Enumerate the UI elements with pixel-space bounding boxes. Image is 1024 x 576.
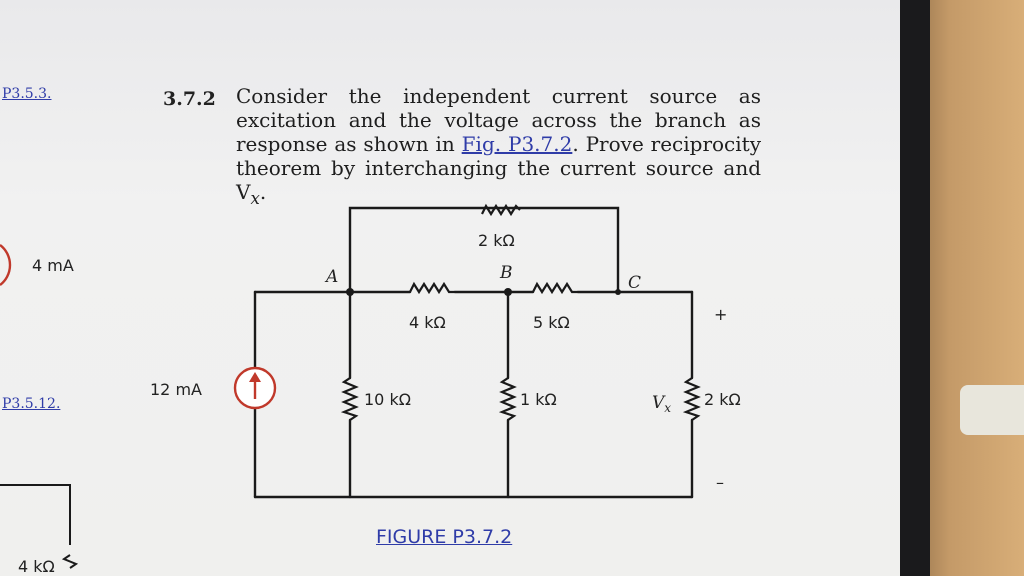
problem-number: 3.7.2 bbox=[163, 88, 216, 110]
resistor-ab-label: 4 kΩ bbox=[409, 313, 446, 332]
node-a-dot bbox=[346, 288, 354, 296]
textbook-page: P3.5.3. P3.5.12. 3.7.2 Consider the inde… bbox=[0, 0, 900, 576]
polarity-plus: + bbox=[714, 305, 727, 324]
node-b-label: B bbox=[499, 263, 513, 283]
resistor-top-zigzag bbox=[481, 203, 521, 217]
tablet-frame: P3.5.3. P3.5.12. 3.7.2 Consider the inde… bbox=[0, 0, 930, 576]
margin-source-label: 4 mA bbox=[32, 256, 74, 275]
margin-resistor-label: 4 kΩ bbox=[18, 557, 55, 576]
margin-circuit-wire bbox=[0, 484, 71, 545]
node-c-label: C bbox=[628, 273, 641, 293]
polarity-minus: – bbox=[716, 473, 724, 492]
resistor-right-zigzag bbox=[682, 377, 701, 421]
problem-statement: Consider the independent current source … bbox=[236, 84, 761, 211]
resistor-right-label: 2 kΩ bbox=[704, 390, 741, 409]
source-label: 12 mA bbox=[150, 380, 202, 399]
resistor-b-ground-label: 1 kΩ bbox=[520, 390, 557, 409]
resistor-top-label: 2 kΩ bbox=[478, 231, 515, 250]
vx-subscript-text: x bbox=[250, 189, 260, 208]
node-c-dot bbox=[615, 289, 621, 295]
figure-link[interactable]: Fig. P3.7.2 bbox=[461, 132, 573, 156]
charging-cable bbox=[960, 385, 1024, 435]
current-source bbox=[233, 366, 277, 410]
circuit-wires bbox=[253, 206, 694, 499]
margin-resistor-zigzag bbox=[61, 554, 79, 569]
resistor-bc-zigzag bbox=[532, 281, 578, 295]
margin-ref-bottom[interactable]: P3.5.12. bbox=[2, 396, 61, 412]
resistor-b-ground-zigzag bbox=[498, 377, 517, 421]
resistor-a-ground-label: 10 kΩ bbox=[364, 390, 411, 409]
resistor-bc-label: 5 kΩ bbox=[533, 313, 570, 332]
current-source-arrowhead bbox=[249, 372, 261, 382]
resistor-a-ground-zigzag bbox=[340, 377, 359, 421]
circuit-diagram: 4 mA 4 kΩ 2 kΩ 4 kΩ 5 kΩ 10 kΩ 1 kΩ 2 kΩ… bbox=[0, 203, 741, 576]
problem-text-end: . bbox=[259, 180, 267, 204]
resistor-symbols bbox=[340, 203, 701, 421]
wire-top-loop bbox=[348, 206, 620, 294]
node-b-dot bbox=[504, 288, 512, 296]
margin-ref-top[interactable]: P3.5.3. bbox=[2, 86, 52, 102]
margin-source-arc bbox=[0, 244, 12, 286]
problem-text-part2: . Prove reciprocity theorem by interchan… bbox=[236, 132, 761, 204]
figure-caption[interactable]: FIGURE P3.7.2 bbox=[376, 526, 513, 548]
problem-text-part1: Consider the independent current source … bbox=[236, 84, 761, 156]
resistor-ab-zigzag bbox=[409, 281, 455, 295]
vx-label: Vx bbox=[652, 393, 671, 415]
node-a-label: A bbox=[324, 267, 338, 287]
